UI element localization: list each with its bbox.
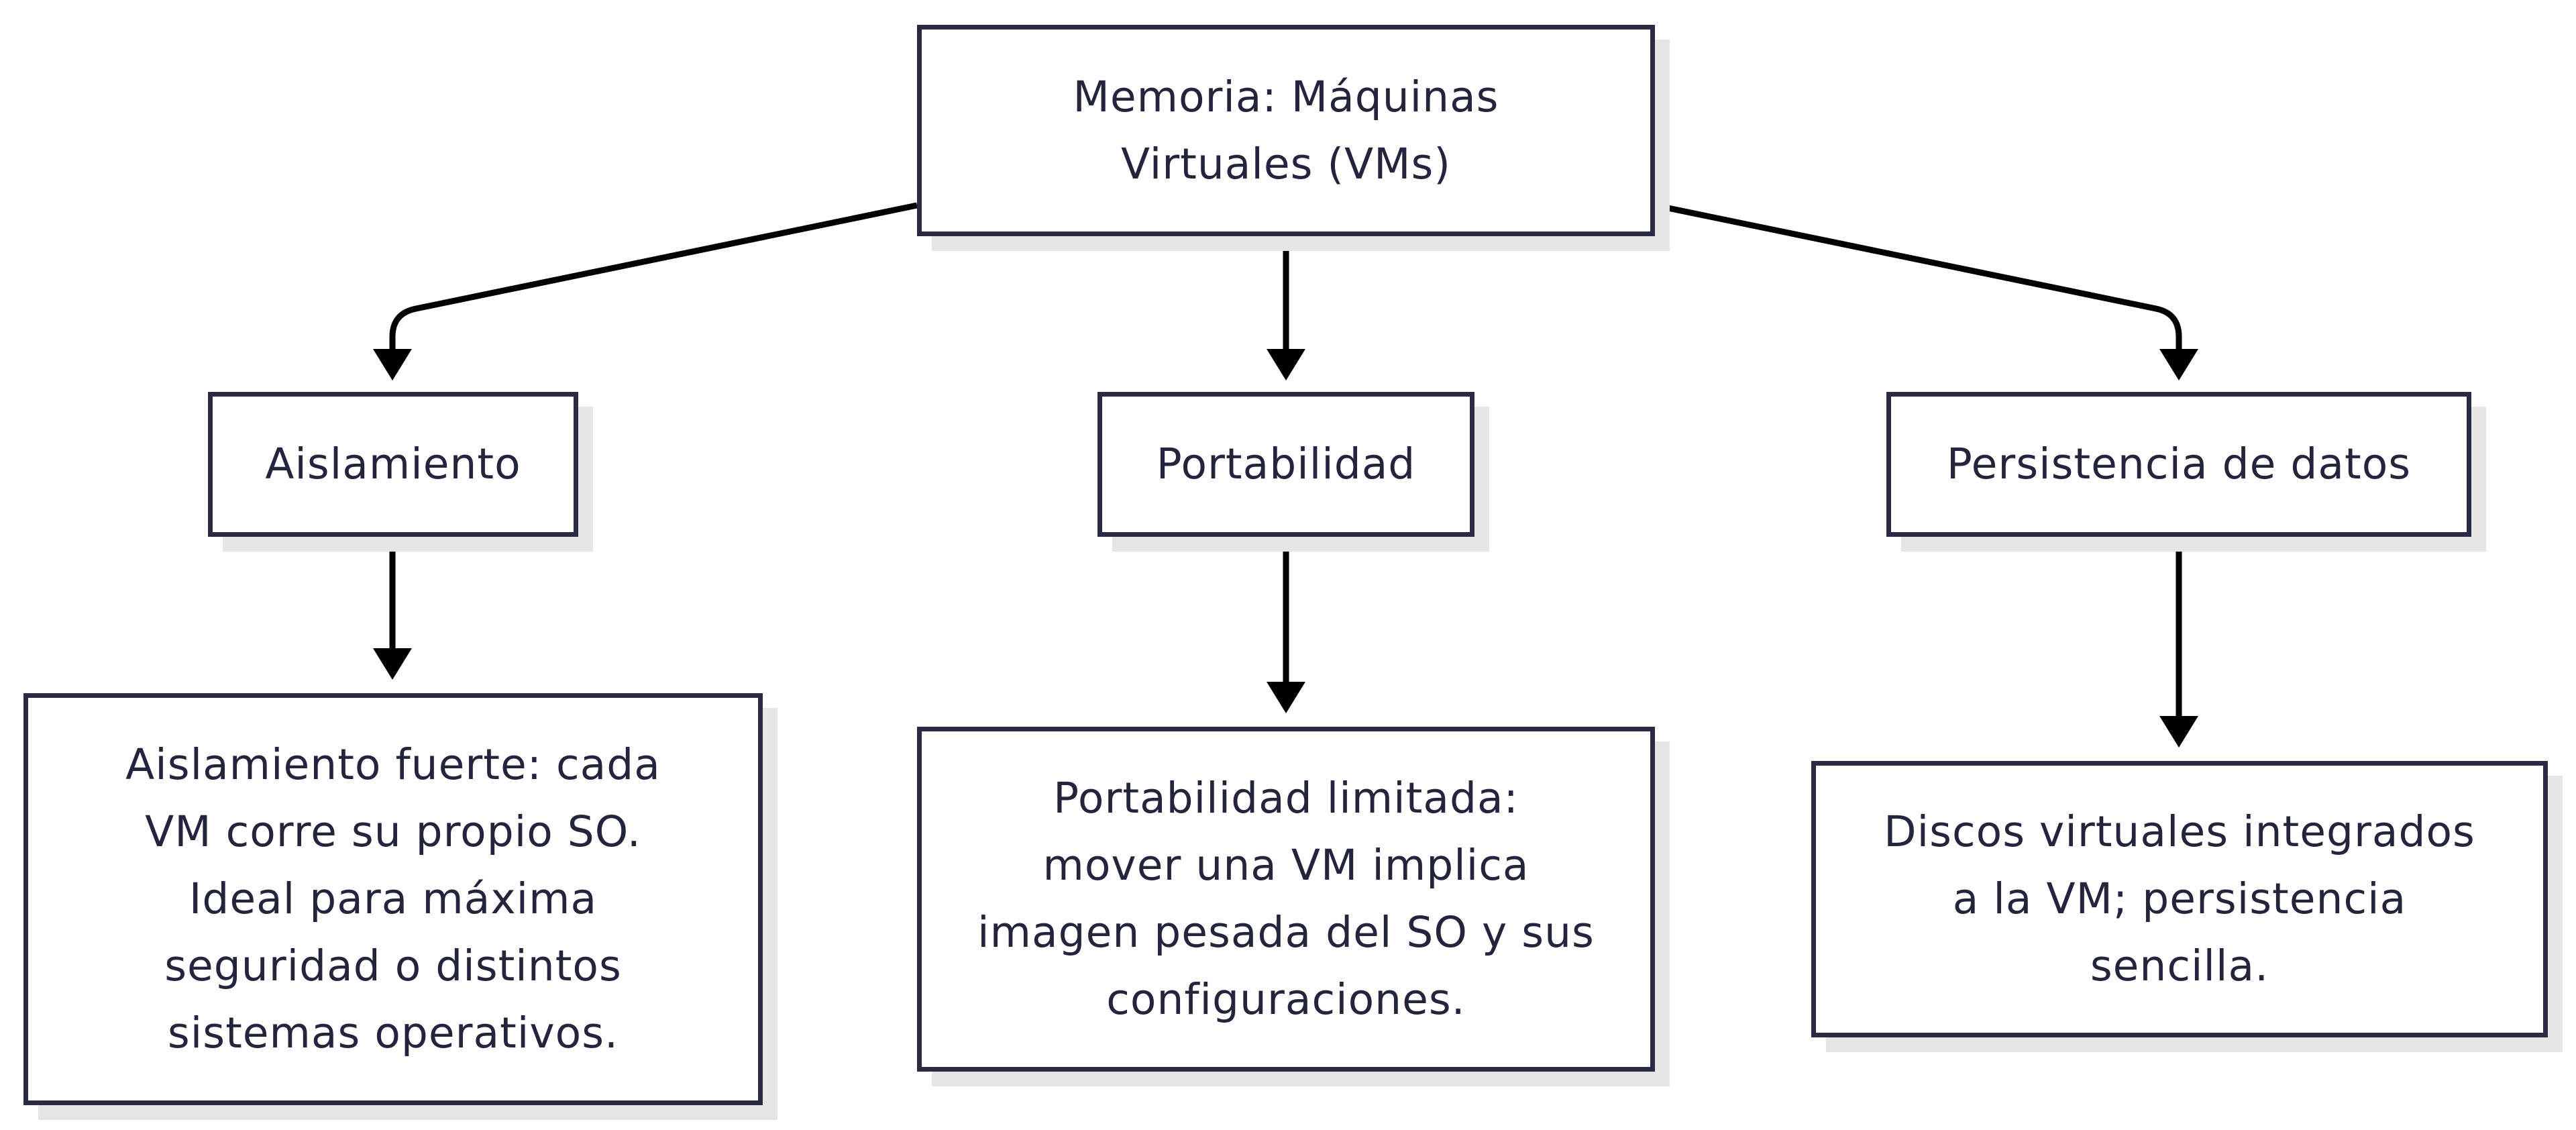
node-persistencia-label: Persistencia de datos bbox=[1946, 440, 2412, 489]
node-persistencia-detalle-text: Discos virtuales integrados a la VM; per… bbox=[1884, 807, 2475, 990]
edge-root-to-persistencia bbox=[1654, 202, 2182, 349]
arrowhead-aislamiento-detalle bbox=[373, 648, 412, 680]
node-aislamiento-label: Aislamiento bbox=[265, 440, 521, 489]
edge-root-to-aislamiento bbox=[389, 202, 918, 349]
node-aislamiento-detalle: Aislamiento fuerte: cada VM corre su pro… bbox=[23, 693, 763, 1105]
node-persistencia: Persistencia de datos bbox=[1886, 392, 2471, 537]
arrowhead-persistencia bbox=[2159, 349, 2198, 380]
arrowhead-persistencia-detalle bbox=[2159, 716, 2198, 748]
arrowhead-aislamiento bbox=[373, 349, 412, 380]
node-aislamiento-detalle-text: Aislamiento fuerte: cada VM corre su pro… bbox=[125, 740, 661, 1058]
node-aislamiento: Aislamiento bbox=[208, 392, 578, 537]
node-portabilidad-detalle-text: Portabilidad limitada: mover una VM impl… bbox=[977, 774, 1595, 1024]
node-portabilidad: Portabilidad bbox=[1097, 392, 1474, 537]
node-portabilidad-detalle: Portabilidad limitada: mover una VM impl… bbox=[917, 727, 1655, 1072]
node-persistencia-detalle: Discos virtuales integrados a la VM; per… bbox=[1811, 761, 2548, 1037]
node-root-memoria-vms: Memoria: Máquinas Virtuales (VMs) bbox=[917, 25, 1655, 236]
arrowhead-portabilidad bbox=[1267, 349, 1305, 380]
node-root-label: Memoria: Máquinas Virtuales (VMs) bbox=[1073, 72, 1499, 189]
arrowhead-portabilidad-detalle bbox=[1267, 682, 1305, 713]
node-portabilidad-label: Portabilidad bbox=[1156, 440, 1416, 489]
